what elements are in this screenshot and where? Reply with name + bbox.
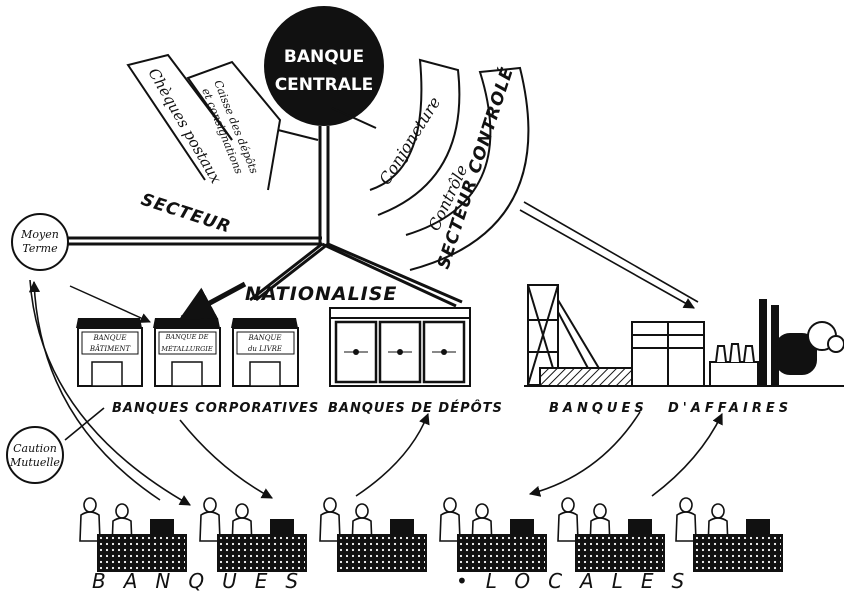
corporate-bank-3: BANQUE du LIVRE <box>231 318 299 387</box>
local-banks <box>79 497 783 572</box>
central-bank-line1: BANQUE <box>284 47 364 67</box>
caution-line1: Caution <box>13 442 57 455</box>
industry-scene <box>524 284 844 387</box>
label-secteur: SECTEUR <box>138 190 233 238</box>
label-banques-locales-1: BANQUES <box>92 569 316 593</box>
label-banques-affaires-1: BANQUES <box>549 401 648 416</box>
moyen-terme-line1: Moyen <box>20 228 59 241</box>
corporate-bank-1-line1: BANQUE <box>92 334 126 342</box>
corporate-bank-2-line3: MÉTALLURGIE <box>160 344 212 353</box>
moyen-terme-line2: Terme <box>22 242 58 255</box>
corporate-bank-3-line2: du LIVRE <box>248 345 282 353</box>
arrow-moyen-to-corporate <box>69 285 151 323</box>
corporate-bank-2: BANQUE DE MÉTALLURGIE <box>153 318 221 387</box>
local-bank-counter <box>79 497 187 572</box>
local-bank-counter <box>199 497 307 572</box>
local-bank-counter <box>439 497 547 572</box>
deposit-banks <box>329 307 471 387</box>
arrow-to-corporate <box>178 281 247 321</box>
central-trunk <box>318 126 330 244</box>
label-nationalise: NATIONALISE <box>245 283 397 305</box>
public-bodies-arcs <box>126 53 282 191</box>
trunk-branches <box>68 236 463 308</box>
label-banques-locales-2: •LOCALES <box>456 569 702 593</box>
corporate-bank-2-line1: BANQUE DE <box>165 333 209 341</box>
label-banques-corporatives: BANQUES CORPORATIVES <box>112 401 319 416</box>
flow-arrows <box>28 279 723 506</box>
corporate-bank-1-line3: BÂTIMENT <box>89 344 132 353</box>
label-conjoncture: Conjoncture <box>375 93 444 188</box>
caution-line2: Mutuelle <box>9 456 60 469</box>
local-bank-counter <box>319 497 427 572</box>
local-bank-counter <box>557 497 665 572</box>
circle-moyen-terme: Moyen Terme <box>11 213 69 271</box>
central-bank-line2: CENTRALE <box>275 75 374 95</box>
label-banques-depots: BANQUES DE DÉPÔTS <box>328 400 503 416</box>
circle-caution-mutuelle: Caution Mutuelle <box>6 426 64 484</box>
connector-conjoncture <box>331 107 377 129</box>
local-bank-counter <box>675 497 783 572</box>
label-banques-affaires-2: D'AFFAIRES <box>668 401 792 416</box>
control-bodies-arcs <box>369 58 530 271</box>
connector-caisse <box>277 129 319 141</box>
arrow-controle-to-affaires <box>519 201 699 309</box>
central-bank: BANQUE CENTRALE <box>264 6 384 126</box>
corporate-bank-3-line1: BANQUE <box>247 334 281 342</box>
corporate-bank-1: BANQUE BÂTIMENT <box>76 318 143 387</box>
